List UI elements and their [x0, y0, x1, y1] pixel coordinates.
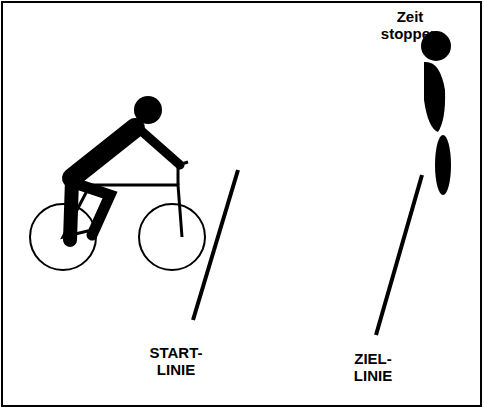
timekeeper	[421, 31, 451, 195]
cyclist-leg	[80, 185, 110, 235]
cyclist-torso	[72, 128, 135, 178]
timekeeper-legs	[435, 135, 451, 195]
front-wheel	[139, 204, 205, 270]
bike-frame	[63, 185, 182, 237]
timekeeper-body	[424, 62, 445, 132]
finish-line	[376, 175, 422, 335]
cyclist-leg	[70, 180, 72, 240]
frame	[2, 2, 481, 406]
cyclist-arm	[138, 128, 180, 165]
line-label: ZIEL- LINIE	[338, 350, 408, 385]
cyclist	[70, 96, 180, 240]
action-label: Zeit stoppen	[370, 8, 450, 43]
start-line	[193, 170, 238, 320]
bicycle	[30, 162, 205, 270]
line-label: START- LINIE	[136, 344, 216, 379]
